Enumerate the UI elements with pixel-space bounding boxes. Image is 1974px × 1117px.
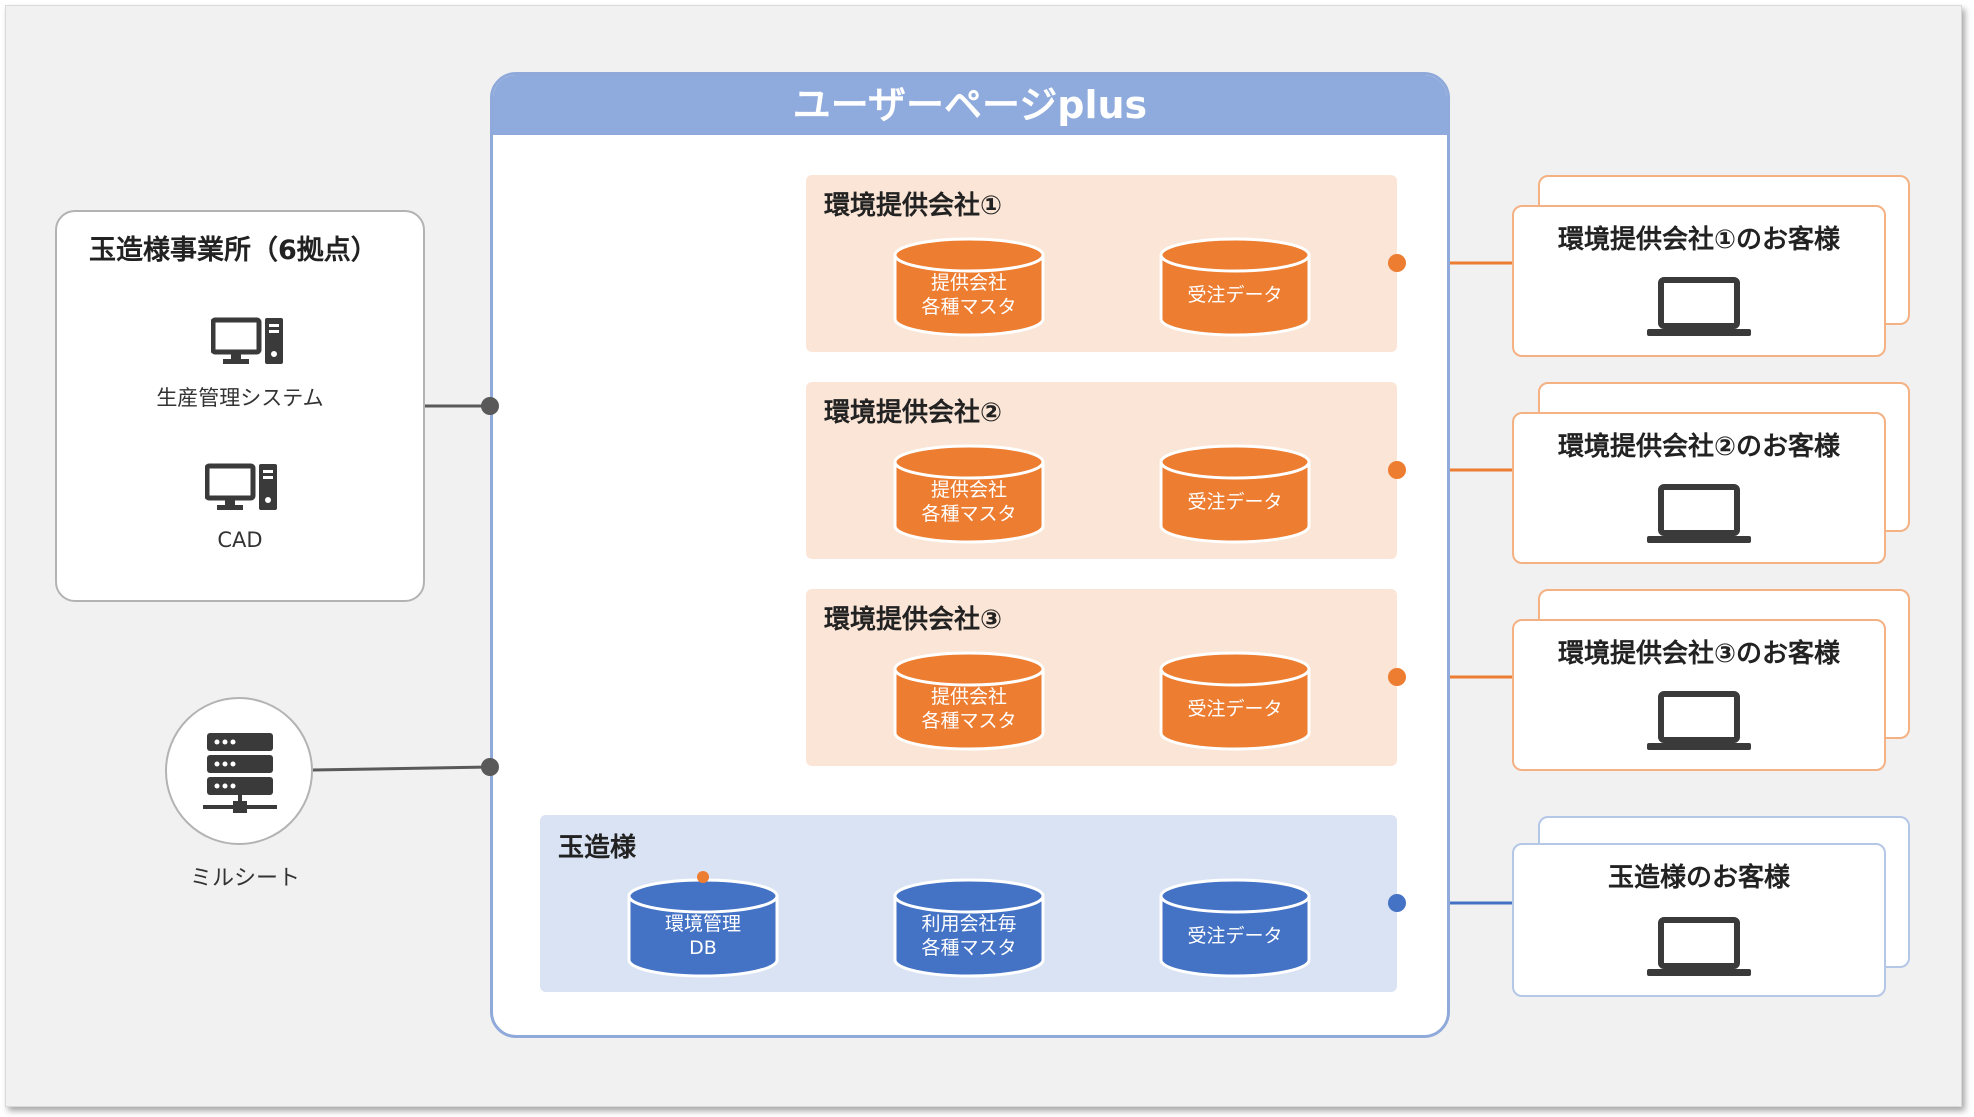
db-label: 受注データ: [1187, 284, 1283, 306]
laptop-icon: [1647, 277, 1751, 336]
connector-dot: [1388, 254, 1406, 272]
factory-title: 玉造様事業所（6拠点）: [89, 235, 378, 266]
db-label: 受注データ: [1187, 698, 1283, 720]
customer-title: 環境提供会社①のお客様: [1557, 225, 1840, 255]
db-label: 利用会社毎 各種マスタ: [921, 913, 1017, 959]
connector-dot: [697, 871, 709, 883]
database-cylinder-icon: 提供会社 各種マスタ: [893, 651, 1045, 751]
desktop-pc-icon: [205, 463, 277, 510]
db-label: 受注データ: [1187, 491, 1283, 513]
database-cylinder-icon: 受注データ: [1159, 237, 1311, 337]
customer-title: 環境提供会社②のお客様: [1557, 432, 1840, 462]
platform-title: ユーザーページplus: [493, 75, 1447, 135]
db-label: 提供会社 各種マスタ: [921, 272, 1017, 318]
customer-card-1: 環境提供会社①のお客様: [1512, 205, 1886, 357]
connector-dot: [481, 758, 499, 776]
laptop-icon: [1647, 484, 1751, 543]
customer-card-tamazo: 玉造様のお客様: [1512, 843, 1886, 997]
desktop-pc-icon: [211, 317, 283, 364]
connector-dot: [1388, 461, 1406, 479]
millsheet-label: ミルシート: [189, 866, 300, 891]
system-label-production: 生産管理システム: [156, 386, 324, 410]
database-cylinder-icon: 利用会社毎 各種マスタ: [893, 878, 1045, 978]
system-label-cad: CAD: [217, 528, 263, 552]
customer-card-2: 環境提供会社②のお客様: [1512, 412, 1886, 564]
server-icon: [203, 733, 277, 813]
db-label: 受注データ: [1187, 925, 1283, 947]
database-cylinder-icon: 受注データ: [1159, 444, 1311, 544]
database-cylinder-icon: 提供会社 各種マスタ: [893, 237, 1045, 337]
db-label: 提供会社 各種マスタ: [921, 686, 1017, 732]
customer-title: 玉造様のお客様: [1607, 863, 1790, 893]
factory-box: 玉造様事業所（6拠点） 生産管理システム CAD: [55, 210, 425, 602]
db-label: 提供会社 各種マスタ: [921, 479, 1017, 525]
connector-dot: [481, 397, 499, 415]
millsheet-node: [165, 697, 313, 845]
db-label: 環境管理 DB: [664, 913, 741, 959]
tamazo-title: 玉造様: [558, 833, 637, 863]
company-title: 環境提供会社③: [824, 605, 1003, 635]
database-cylinder-icon: 提供会社 各種マスタ: [893, 444, 1045, 544]
database-cylinder-icon: 受注データ: [1159, 878, 1311, 978]
customer-card-3: 環境提供会社③のお客様: [1512, 619, 1886, 771]
connector-dot: [1388, 668, 1406, 686]
company-title: 環境提供会社②: [824, 398, 1003, 428]
database-cylinder-icon: 環境管理 DB: [627, 878, 779, 978]
database-cylinder-icon: 受注データ: [1159, 651, 1311, 751]
connector-dot: [1388, 894, 1406, 912]
laptop-icon: [1647, 917, 1751, 976]
company-title: 環境提供会社①: [824, 191, 1003, 221]
customer-title: 環境提供会社③のお客様: [1557, 639, 1840, 669]
laptop-icon: [1647, 691, 1751, 750]
